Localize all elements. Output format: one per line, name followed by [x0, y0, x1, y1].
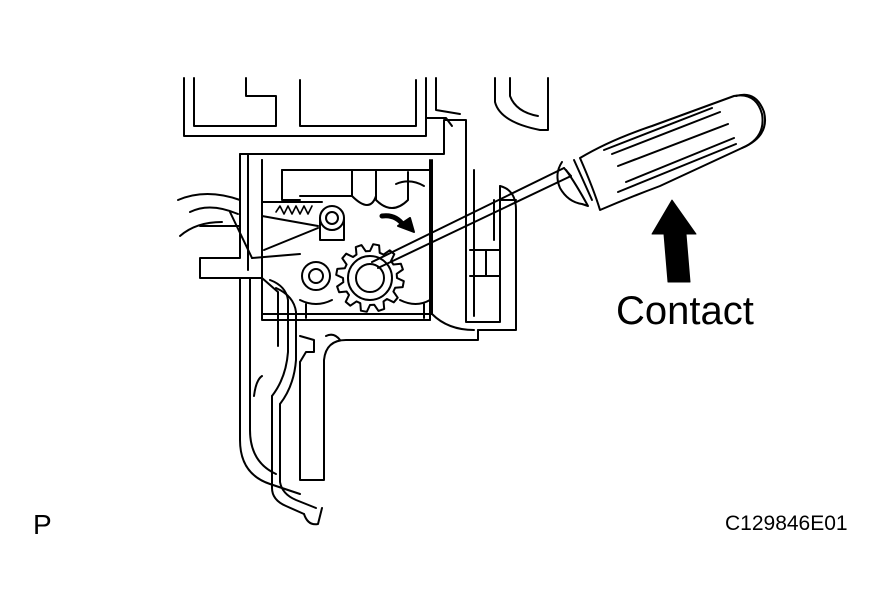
- screwdriver-icon: [371, 93, 766, 269]
- upper-housing: [183, 77, 549, 137]
- left-bracket: [177, 153, 323, 279]
- upper-pin: [319, 205, 345, 241]
- figure-code-label: C129846E01: [725, 512, 848, 535]
- rotation-arrow-icon: [379, 213, 415, 233]
- lower-pin: [301, 261, 331, 291]
- push-arrow-icon: [651, 199, 697, 283]
- gear-icon: [335, 243, 405, 313]
- position-marker-label: P: [33, 509, 52, 540]
- spring: [275, 205, 313, 215]
- contact-callout-label: Contact: [616, 289, 754, 333]
- lower-frame: [239, 277, 479, 526]
